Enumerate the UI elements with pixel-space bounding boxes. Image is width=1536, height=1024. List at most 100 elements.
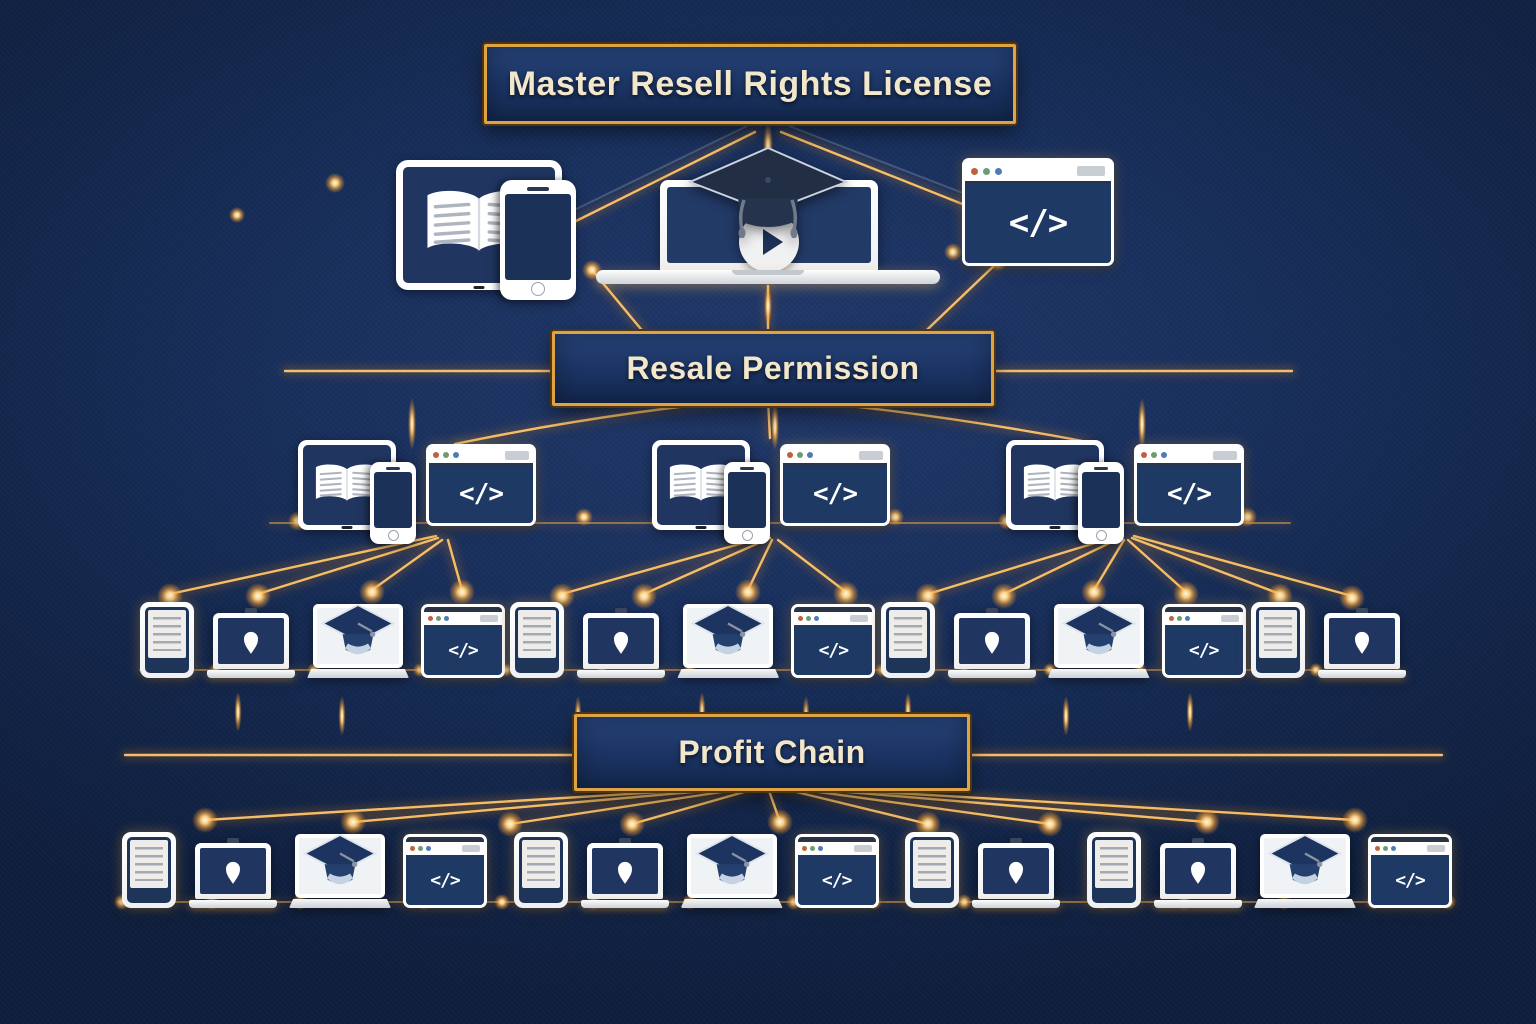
phone-speaker — [1094, 467, 1108, 470]
level2-title-box: Resale Permission — [552, 331, 994, 406]
laptop-drop-icon — [1317, 608, 1406, 678]
laptop-base — [1153, 900, 1242, 908]
device-group: </> — [1086, 832, 1452, 908]
phone-home-button — [387, 530, 399, 541]
browser-dot-blue — [453, 452, 459, 458]
laptop-base — [947, 670, 1036, 678]
browser-address-bar — [505, 450, 529, 460]
browser-address-bar — [480, 615, 498, 622]
browser-viewport: </> — [797, 855, 876, 905]
laptop-gradcap-icon — [1047, 603, 1150, 678]
graduation-cap-icon — [302, 833, 378, 885]
laptop-drop-icon — [1153, 838, 1242, 908]
browser-address-bar — [1426, 845, 1445, 852]
laptop-base — [680, 899, 783, 908]
code-glyph: </> — [430, 869, 460, 891]
phone-screen — [374, 472, 412, 528]
browser-dot-green — [1382, 846, 1388, 851]
document-page — [913, 840, 952, 888]
code-browser-icon: </> — [403, 834, 487, 908]
laptop-camera — [1355, 608, 1368, 613]
resale-bundles-row: </> — [298, 436, 1244, 546]
code-browser-icon: </> — [962, 158, 1114, 266]
tablet-button — [1049, 526, 1061, 529]
document-page — [130, 840, 168, 888]
laptop-screen — [978, 843, 1055, 899]
code-browser-icon: </> — [421, 604, 505, 678]
laptop-gradcap-icon — [307, 603, 409, 678]
document-page — [888, 610, 927, 658]
document-page — [148, 610, 186, 658]
laptop-base — [307, 669, 409, 678]
laptop-screen — [1053, 603, 1144, 668]
browser-dot-green — [983, 167, 990, 175]
phone-icon — [500, 180, 576, 300]
browser-toolbar — [794, 612, 872, 625]
browser-viewport: </> — [1164, 625, 1243, 675]
tablet-button — [695, 526, 707, 529]
document-page — [1258, 610, 1297, 658]
level1-title: Master Resell Rights License — [507, 64, 993, 103]
profit-chain-device-row: </> — [122, 826, 1452, 908]
code-browser-icon: </> — [1161, 604, 1246, 678]
phone-screen — [505, 194, 571, 280]
browser-top-strip — [424, 607, 502, 612]
laptop-gradcap-icon — [1253, 833, 1356, 908]
browser-dot-green — [1151, 452, 1157, 458]
browser-dot-green — [806, 616, 812, 621]
drop-icon — [1354, 631, 1369, 654]
browser-dot-blue — [814, 616, 820, 621]
phone-screen — [1082, 472, 1120, 528]
browser-viewport: </> — [429, 465, 533, 523]
drop-icon — [617, 861, 632, 884]
ereader-document-icon — [1250, 602, 1305, 678]
phone-speaker — [386, 467, 400, 470]
tablet-button — [341, 526, 353, 529]
laptop-base — [207, 670, 295, 678]
code-glyph: </> — [1188, 639, 1219, 661]
graduation-cap-icon — [690, 603, 766, 655]
product-bundle-group: </> — [298, 436, 536, 546]
device-group: </> — [510, 602, 876, 678]
document-page — [518, 610, 557, 658]
browser-viewport: </> — [794, 625, 873, 675]
laptop-screen — [586, 843, 663, 899]
code-glyph: </> — [813, 479, 858, 509]
browser-dot-red — [1374, 846, 1380, 851]
code-glyph: </> — [459, 479, 504, 509]
browser-dot-red — [801, 846, 807, 851]
laptop-drop-icon — [577, 608, 666, 678]
laptop-base — [677, 669, 780, 678]
browser-toolbar — [965, 161, 1111, 183]
laptop-base — [596, 270, 940, 284]
browser-viewport: </> — [1370, 855, 1449, 905]
product-bundle-group: </> — [1006, 436, 1244, 546]
ereader-document-icon — [1086, 832, 1141, 908]
drop-icon — [244, 631, 258, 654]
code-glyph: </> — [448, 639, 478, 661]
laptop-screen — [683, 603, 774, 668]
browser-viewport: </> — [424, 625, 502, 675]
code-glyph: </> — [1395, 869, 1425, 891]
browser-dot-green — [436, 616, 441, 621]
laptop-drop-icon — [972, 838, 1061, 908]
browser-dot-red — [428, 616, 433, 621]
browser-dot-green — [418, 846, 423, 851]
browser-top-strip — [1370, 837, 1449, 842]
drop-icon — [1190, 861, 1205, 884]
browser-toolbar — [1137, 447, 1241, 465]
code-browser-icon: </> — [1134, 444, 1244, 526]
device-group: </> — [880, 602, 1246, 678]
browser-top-strip — [406, 837, 484, 842]
phone-home-button — [531, 282, 545, 296]
code-glyph: </> — [1167, 479, 1212, 509]
browser-address-bar — [1077, 166, 1105, 176]
product-bundle-group: </> — [652, 436, 890, 546]
laptop-screen — [213, 613, 289, 669]
device-group: </> — [140, 602, 505, 678]
browser-toolbar — [424, 612, 502, 625]
code-browser-icon: </> — [426, 444, 536, 526]
browser-dot-blue — [444, 616, 449, 621]
level3-title: Profit Chain — [678, 734, 866, 770]
browser-toolbar — [1371, 842, 1449, 855]
